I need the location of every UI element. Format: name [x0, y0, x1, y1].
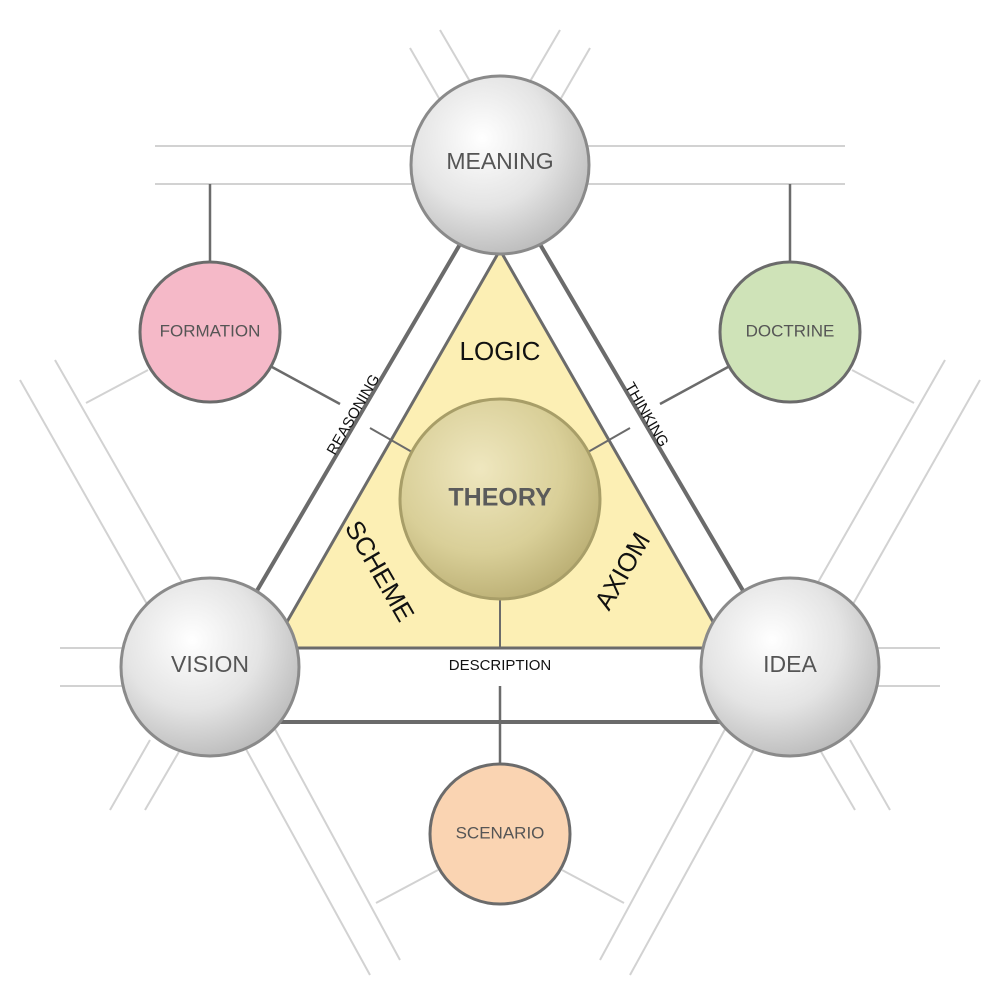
vision-label: VISION — [171, 651, 249, 677]
doctrine-label: DOCTRINE — [746, 321, 835, 340]
idea-label: IDEA — [763, 651, 817, 677]
doctrine-node[interactable]: DOCTRINE — [718, 260, 862, 404]
vision-circle — [119, 576, 301, 758]
connectors — [208, 184, 792, 764]
doctrine-circle — [718, 260, 862, 404]
formation-node[interactable]: FORMATION — [138, 260, 282, 404]
theory-label: THEORY — [448, 484, 552, 512]
theory-circle — [398, 397, 602, 601]
scenario-label: SCENARIO — [456, 823, 545, 842]
idea-node[interactable]: IDEA — [699, 576, 881, 758]
scenario-node[interactable]: SCENARIO — [428, 762, 572, 906]
idea-circle — [699, 576, 881, 758]
meaning-circle — [409, 74, 591, 256]
description-label: DESCRIPTION — [449, 657, 552, 674]
meaning-node[interactable]: MEANING — [409, 74, 591, 256]
scenario-circle — [428, 762, 572, 906]
formation-label: FORMATION — [160, 321, 261, 340]
logic-label: LOGIC — [460, 336, 541, 366]
meaning-label: MEANING — [446, 148, 553, 174]
theory-node[interactable]: THEORY — [398, 397, 602, 601]
theory-spokes — [369, 427, 631, 648]
formation-circle — [138, 260, 282, 404]
vision-node[interactable]: VISION — [119, 576, 301, 758]
